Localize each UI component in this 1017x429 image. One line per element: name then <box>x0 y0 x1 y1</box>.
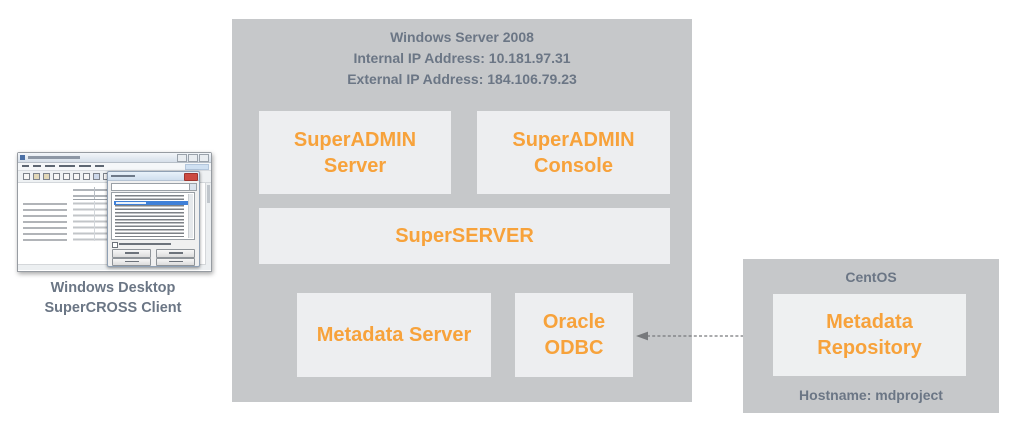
superadmin-server-box: SuperADMIN Server <box>259 111 451 194</box>
client-label-line2: SuperCROSS Client <box>44 300 182 316</box>
dialog-button <box>112 257 151 266</box>
centos-group: CentOS Metadata Repository Hostname: mdp… <box>743 259 999 413</box>
oracle-odbc-line2: ODBC <box>544 337 604 359</box>
menu-item <box>22 165 29 167</box>
dialog-selected-item <box>114 201 192 205</box>
windows-server-title: Windows Server 2008 <box>390 29 534 45</box>
toolbar-icon <box>23 173 30 180</box>
mini-window-titlebar <box>18 153 211 163</box>
centos-title: CentOS <box>845 269 897 285</box>
chevron-down-icon <box>189 184 196 190</box>
superserver-box: SuperSERVER <box>259 208 670 264</box>
window-control-buttons <box>177 154 209 162</box>
toolbar-icon <box>83 173 90 180</box>
metadata-repository-line1: Metadata <box>826 311 913 333</box>
dialog-button <box>112 249 151 258</box>
table-row-labels <box>23 203 67 241</box>
menu-item <box>45 165 55 167</box>
oracle-odbc-box: Oracle ODBC <box>515 293 633 377</box>
toolbar-icon <box>53 173 60 180</box>
metadata-repository-box: Metadata Repository <box>773 294 966 376</box>
minimize-icon <box>177 154 187 162</box>
mini-window-title-text <box>28 156 80 159</box>
dialog-button <box>156 249 195 258</box>
metadata-repository-line2: Repository <box>817 337 922 359</box>
menu-item <box>33 165 41 167</box>
superadmin-console-box: SuperADMIN Console <box>477 111 670 194</box>
app-icon <box>20 155 25 160</box>
toolbar-icon <box>73 173 80 180</box>
client-label-line1: Windows Desktop <box>50 280 176 296</box>
dialog-dropdown <box>111 183 197 191</box>
toolbar-icon <box>93 173 100 180</box>
menu-item <box>95 165 104 167</box>
superadmin-server-line1: SuperADMIN <box>293 128 417 151</box>
toolbar-icon <box>33 173 40 180</box>
toolbar-icon <box>63 173 70 180</box>
internal-ip: Internal IP Address: 10.181.97.31 <box>353 50 571 66</box>
metadata-server-box: Metadata Server <box>297 293 491 377</box>
mini-menu-bar <box>18 163 211 171</box>
fields-dialog <box>107 171 200 267</box>
scrollbar-thumb <box>207 185 210 203</box>
maximize-icon <box>188 154 198 162</box>
superadmin-console-line2: Console <box>534 154 613 177</box>
metadata-server-label: Metadata Server <box>316 324 472 346</box>
toolbar-icon <box>43 173 50 180</box>
close-icon <box>199 154 209 162</box>
vertical-scrollbar <box>205 183 211 270</box>
dialog-button <box>156 257 195 266</box>
checkbox-label <box>119 243 171 245</box>
menu-item <box>79 165 91 167</box>
dialog-titlebar <box>108 172 199 181</box>
external-ip: External IP Address: 184.106.79.23 <box>347 71 577 87</box>
dialog-close-icon <box>184 173 198 181</box>
windows-server-group: Windows Server 2008 Internal IP Address:… <box>232 19 692 402</box>
child-window-controls <box>185 164 209 170</box>
dialog-checkbox-row <box>112 242 192 248</box>
dialog-title-text <box>111 175 135 177</box>
oracle-odbc-line1: Oracle <box>542 311 606 333</box>
supercross-screenshot <box>17 152 212 272</box>
superserver-label: SuperSERVER <box>395 225 534 247</box>
checkbox-icon <box>112 242 118 248</box>
dialog-list <box>111 192 195 240</box>
menu-item <box>59 165 75 167</box>
windows-server-header: Windows Server 2008 Internal IP Address:… <box>232 27 692 90</box>
superadmin-console-line1: SuperADMIN <box>512 128 635 151</box>
dialog-list-scrollbar <box>188 194 193 238</box>
client-label: Windows Desktop SuperCROSS Client <box>10 278 216 318</box>
superadmin-server-line2: Server <box>323 154 387 177</box>
centos-hostname: Hostname: mdproject <box>799 387 943 403</box>
